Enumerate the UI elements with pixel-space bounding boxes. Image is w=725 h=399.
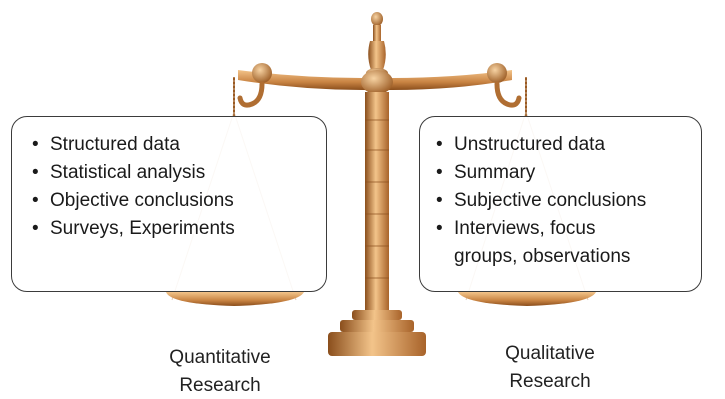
list-item: Structured data	[30, 131, 326, 159]
scale-hook-right	[494, 77, 527, 117]
quantitative-list: Structured data Statistical analysis Obj…	[30, 131, 326, 243]
list-item: Objective conclusions	[30, 187, 326, 215]
caption-line: Qualitative	[505, 343, 595, 364]
scale-beam	[238, 63, 512, 94]
scale-pan-left	[166, 292, 304, 306]
caption-line: Research	[179, 375, 261, 396]
scale-column	[365, 92, 389, 314]
quantitative-box: Structured data Statistical analysis Obj…	[11, 116, 327, 292]
list-item: Summary	[434, 159, 701, 187]
list-item: Statistical analysis	[30, 159, 326, 187]
scale-base	[328, 310, 426, 356]
scale-pan-right	[458, 292, 596, 306]
qualitative-list: Unstructured data Summary Subjective con…	[434, 131, 701, 271]
list-item: Interviews, focus groups, observations	[434, 215, 701, 271]
list-item: Unstructured data	[434, 131, 701, 159]
qualitative-box: Unstructured data Summary Subjective con…	[419, 116, 702, 292]
caption-line: Research	[509, 371, 591, 392]
caption-line: Quantitative	[169, 347, 271, 368]
quantitative-caption: Quantitative Research	[130, 344, 310, 399]
list-item: Surveys, Experiments	[30, 215, 326, 243]
scale-hook-left	[233, 77, 265, 117]
qualitative-caption: Qualitative Research	[460, 340, 640, 396]
scale-finial	[366, 12, 388, 78]
list-item: Subjective conclusions	[434, 187, 701, 215]
